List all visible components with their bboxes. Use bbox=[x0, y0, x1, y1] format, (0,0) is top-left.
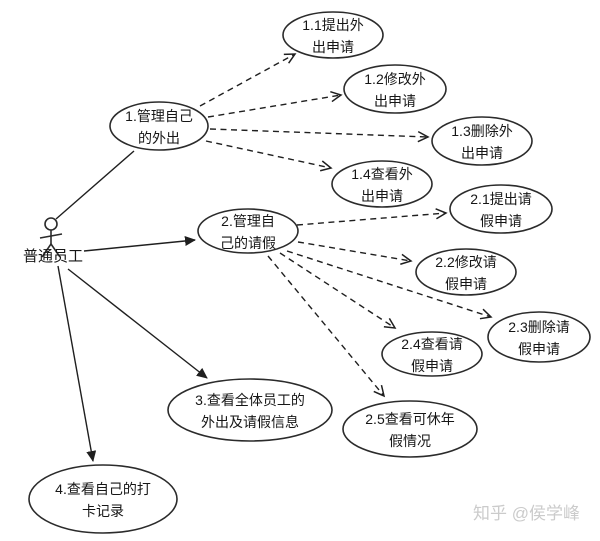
dependency-outings-to-modify bbox=[207, 90, 343, 118]
usecase-label-line1: 2.管理自 bbox=[221, 213, 275, 229]
usecase-label-line2: 假申请 bbox=[445, 276, 487, 292]
usecase-ellipse bbox=[331, 160, 433, 208]
usecase-manage-own-outings: 1.管理自己 的外出 bbox=[109, 101, 209, 151]
association-actor-to-view-punch-records bbox=[57, 265, 97, 462]
dependency-leave-to-submit bbox=[296, 208, 448, 226]
usecase-ellipse bbox=[449, 184, 553, 234]
usecase-label-line2: 己的请假 bbox=[220, 235, 276, 251]
usecase-view-outing-request: 1.4查看外 出申请 bbox=[331, 160, 433, 208]
usecase-ellipse bbox=[381, 331, 483, 377]
usecase-label-line2: 出申请 bbox=[312, 39, 354, 55]
usecase-label-line1: 3.查看全体员工的 bbox=[195, 392, 305, 408]
usecase-label-line2: 外出及请假信息 bbox=[201, 414, 299, 430]
usecase-label-line2: 出申请 bbox=[374, 93, 416, 109]
association-actor-to-manage-leave bbox=[83, 236, 196, 252]
usecase-ellipse bbox=[343, 64, 447, 114]
usecase-ellipse bbox=[431, 116, 533, 166]
actor-leg-left bbox=[41, 243, 52, 258]
usecase-label-line2: 假情况 bbox=[389, 433, 431, 449]
usecase-submit-outing-request: 1.1提出外 出申请 bbox=[282, 11, 384, 59]
usecase-label-line2: 出申请 bbox=[361, 188, 403, 204]
actor-leg-right bbox=[50, 243, 61, 258]
dependency-outings-to-submit bbox=[199, 53, 297, 107]
usecase-view-all-staff-info: 3.查看全体员工的 外出及请假信息 bbox=[167, 378, 333, 442]
usecase-label-line1: 1.管理自己 bbox=[125, 108, 193, 124]
usecase-delete-outing-request: 1.3删除外 出申请 bbox=[431, 116, 533, 166]
usecase-label-line1: 2.1提出请 bbox=[470, 191, 531, 207]
usecase-ellipse bbox=[167, 378, 333, 442]
usecase-ellipse bbox=[197, 208, 299, 254]
usecase-ellipse bbox=[487, 311, 591, 363]
usecase-label-line2: 的外出 bbox=[138, 130, 180, 146]
usecase-label-line1: 4.查看自己的打 bbox=[55, 481, 151, 497]
actor-head bbox=[44, 217, 58, 231]
usecase-modify-outing-request: 1.2修改外 出申请 bbox=[343, 64, 447, 114]
usecase-label-line2: 卡记录 bbox=[82, 503, 124, 519]
usecase-label-line1: 2.2修改请 bbox=[435, 254, 496, 270]
usecase-label-line1: 2.4查看请 bbox=[401, 336, 462, 352]
dependency-leave-to-annual-leave bbox=[267, 255, 386, 398]
usecase-ellipse bbox=[109, 101, 209, 151]
usecase-delete-leave-request: 2.3删除请 假申请 bbox=[487, 311, 591, 363]
usecase-label-line1: 1.3删除外 bbox=[451, 123, 512, 139]
usecase-submit-leave-request: 2.1提出请 假申请 bbox=[449, 184, 553, 234]
dependency-leave-to-delete bbox=[286, 250, 493, 320]
usecase-ellipse bbox=[342, 400, 478, 458]
usecase-view-punch-records: 4.查看自己的打 卡记录 bbox=[28, 464, 178, 534]
usecase-ellipse bbox=[28, 464, 178, 534]
usecase-label-line1: 1.4查看外 bbox=[351, 166, 412, 182]
association-actor-to-manage-outings bbox=[55, 150, 135, 220]
usecase-label-line2: 假申请 bbox=[411, 358, 453, 374]
usecase-label-line2: 假申请 bbox=[518, 341, 560, 357]
usecase-modify-leave-request: 2.2修改请 假申请 bbox=[415, 248, 517, 296]
usecase-label-line1: 1.2修改外 bbox=[364, 71, 425, 87]
usecase-label-line1: 2.3删除请 bbox=[508, 319, 569, 335]
dependency-leave-to-view bbox=[279, 252, 397, 329]
usecase-ellipse bbox=[282, 11, 384, 59]
dependency-outings-to-delete bbox=[209, 128, 430, 143]
usecase-label-line2: 假申请 bbox=[480, 213, 522, 229]
dependency-outings-to-view bbox=[205, 140, 333, 172]
dependency-leave-to-modify bbox=[297, 241, 413, 265]
association-actor-to-view-all-staff-info bbox=[67, 268, 208, 379]
usecase-label-line2: 出申请 bbox=[461, 145, 503, 161]
zhihu-watermark: 知乎 @侯学峰 bbox=[473, 504, 580, 523]
actor-label: 普通员工 bbox=[23, 248, 83, 265]
usecase-view-annual-leave: 2.5查看可休年 假情况 bbox=[342, 400, 478, 458]
actor-ordinary-employee: 普通员工 bbox=[23, 217, 83, 265]
usecase-ellipse bbox=[415, 248, 517, 296]
usecase-label-line1: 2.5查看可休年 bbox=[365, 411, 454, 427]
actor-arms bbox=[39, 233, 63, 239]
usecase-view-leave-request: 2.4查看请 假申请 bbox=[381, 331, 483, 377]
usecase-label-line1: 1.1提出外 bbox=[302, 17, 363, 33]
usecase-manage-own-leave: 2.管理自 己的请假 bbox=[197, 208, 299, 254]
